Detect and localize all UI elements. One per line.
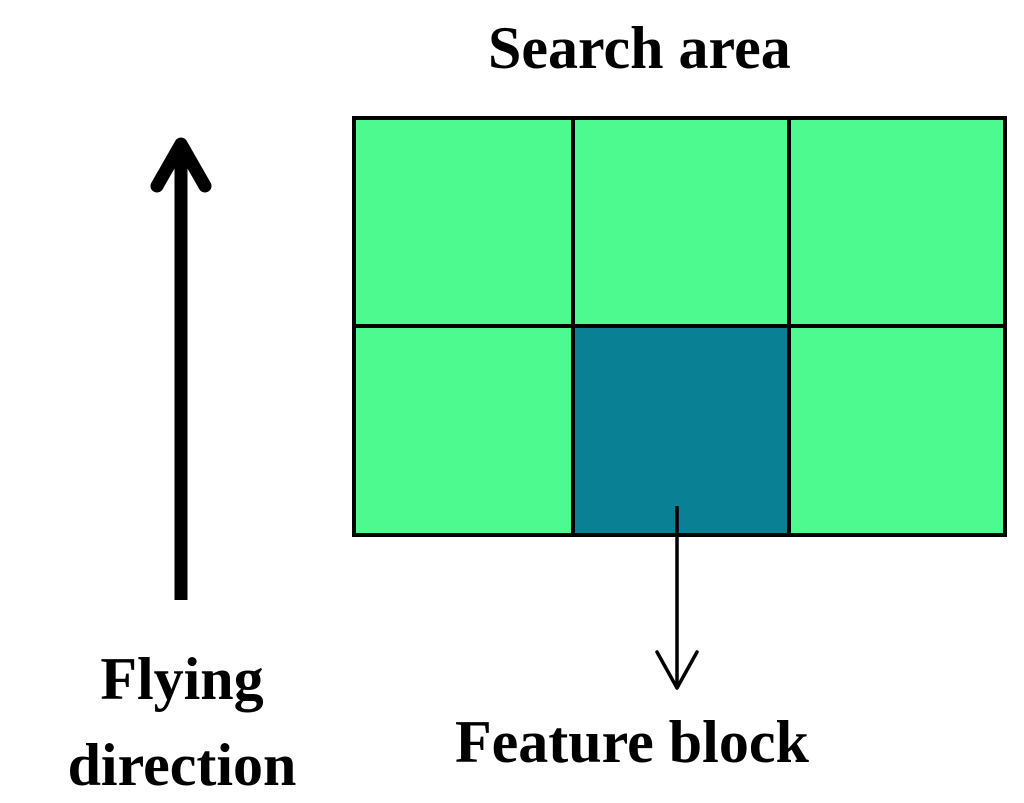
- grid-cell-r1-c0: [354, 326, 573, 535]
- flying-direction-line1: Flying: [100, 646, 264, 712]
- flying-direction-arrow: [150, 137, 212, 600]
- grid-cell-r1-c2: [789, 326, 1005, 535]
- feature-block-arrow: [655, 506, 699, 690]
- feature-block-cell: [573, 326, 789, 535]
- flying-direction-line2: direction: [67, 732, 297, 798]
- grid-cell-r0-c1: [573, 118, 789, 326]
- grid-cell-r0-c0: [354, 118, 573, 326]
- search-area-label: Search area: [488, 15, 791, 81]
- feature-block-label: Feature block: [455, 709, 809, 775]
- search-area-grid: [352, 116, 1007, 537]
- grid-cell-r0-c2: [789, 118, 1005, 326]
- flying-direction-label: Flying direction: [22, 636, 342, 803]
